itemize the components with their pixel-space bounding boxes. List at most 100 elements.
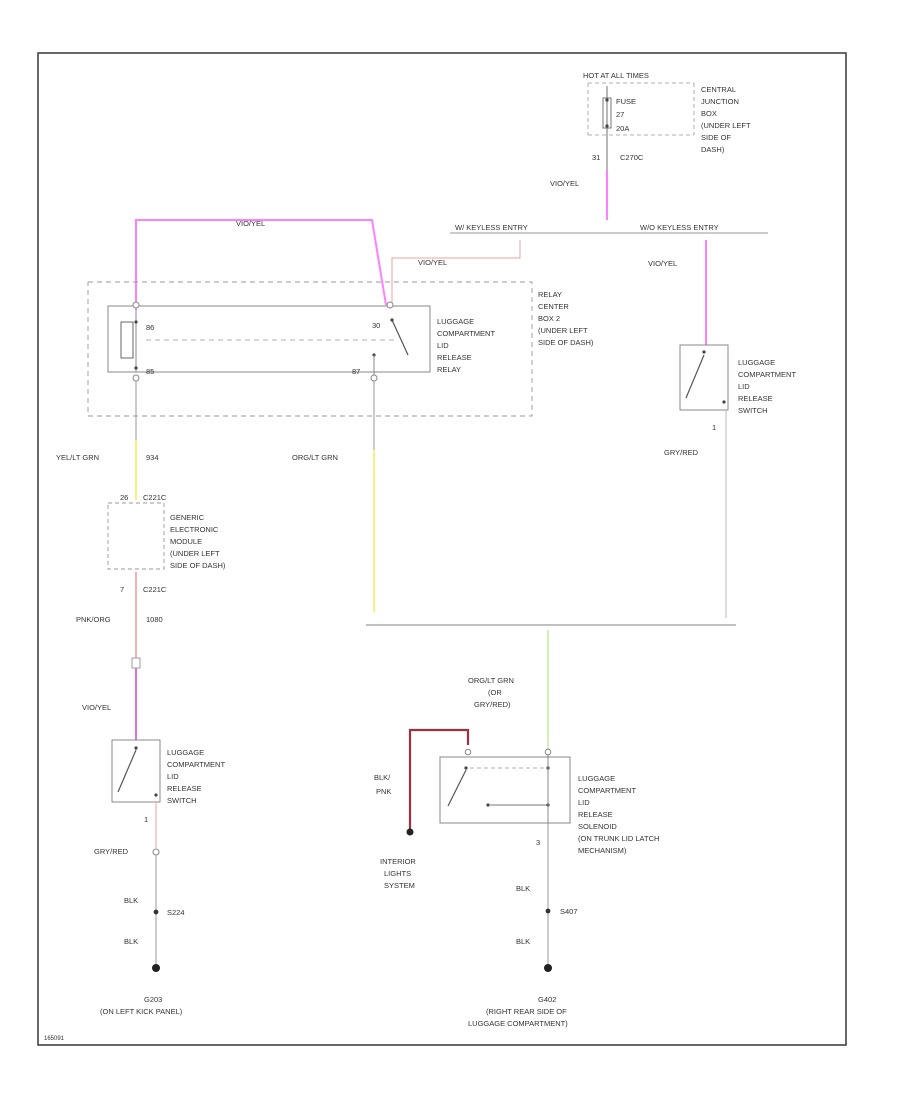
vio-yel-top-label: VIO/YEL xyxy=(550,179,579,188)
svg-text:LUGGAGE: LUGGAGE xyxy=(578,774,615,783)
relay-pin-30: 30 xyxy=(372,321,380,330)
svg-text:LUGGAGE: LUGGAGE xyxy=(167,748,204,757)
relay-pin-86-node xyxy=(134,320,138,324)
pnk-org-label: PNK/ORG xyxy=(76,615,111,624)
fuse-node-top xyxy=(605,98,609,102)
svg-text:JUNCTION: JUNCTION xyxy=(701,97,739,106)
w-keyless-entry-label: W/ KEYLESS ENTRY xyxy=(455,223,528,232)
svg-text:LID: LID xyxy=(578,798,590,807)
relay-pin-85-node xyxy=(134,366,138,370)
svg-text:BLK/: BLK/ xyxy=(374,773,391,782)
solenoid-switch-arm xyxy=(447,769,467,807)
svg-text:SIDE OF DASH): SIDE OF DASH) xyxy=(170,561,226,570)
vio-yel-relay-label: VIO/YEL xyxy=(418,258,447,267)
right-switch-top-node xyxy=(702,350,706,354)
right-switch-box xyxy=(679,344,729,411)
gem-pin-bottom: 7 xyxy=(120,585,124,594)
svg-text:SYSTEM: SYSTEM xyxy=(384,881,415,890)
vio-yel-right-label: VIO/YEL xyxy=(648,259,677,268)
svg-text:(OR: (OR xyxy=(488,688,502,697)
gem-pin: 26 xyxy=(120,493,128,502)
relay-coil xyxy=(120,321,134,359)
svg-text:MECHANISM): MECHANISM) xyxy=(578,846,627,855)
svg-text:COMPARTMENT: COMPARTMENT xyxy=(578,786,636,795)
blk-right-1-label: BLK xyxy=(516,884,530,893)
svg-text:G203: G203 xyxy=(144,995,162,1004)
svg-text:RELEASE: RELEASE xyxy=(167,784,202,793)
relay-conn-30 xyxy=(386,301,394,309)
svg-text:(UNDER LEFT: (UNDER LEFT xyxy=(538,326,588,335)
svg-text:(ON TRUNK LID LATCH: (ON TRUNK LID LATCH xyxy=(578,834,659,843)
svg-text:SIDE OF DASH): SIDE OF DASH) xyxy=(538,338,594,347)
wire-blk-pnk xyxy=(408,728,470,830)
solenoid-top-right-connector xyxy=(544,748,552,756)
left-switch-label: LUGGAGE COMPARTMENT LID RELEASE SWITCH xyxy=(167,748,225,805)
left-switch-arm xyxy=(117,749,137,793)
yel-lt-grn-number: 934 xyxy=(146,453,159,462)
left-switch-top-node xyxy=(134,746,138,750)
gry-red-right-label: GRY/RED xyxy=(664,448,699,457)
relay-switch-arm xyxy=(391,319,409,356)
svg-text:DASH): DASH) xyxy=(701,145,725,154)
relay-switch-pivot xyxy=(390,318,394,322)
fuse-symbol xyxy=(602,97,612,129)
svg-text:LIGHTS: LIGHTS xyxy=(384,869,411,878)
blk-left-1-label: BLK xyxy=(124,896,138,905)
svg-text:ORG/LT GRN: ORG/LT GRN xyxy=(468,676,514,685)
blk-right-2-label: BLK xyxy=(516,937,530,946)
svg-text:G402: G402 xyxy=(538,995,556,1004)
wire-top-left-label: VIO/YEL xyxy=(236,219,265,228)
svg-text:LID: LID xyxy=(738,382,750,391)
solenoid-top-left-connector xyxy=(464,748,472,756)
svg-text:PNK: PNK xyxy=(376,787,391,796)
svg-text:LID: LID xyxy=(437,341,449,350)
fuse-node-bottom xyxy=(605,124,609,128)
svg-text:(UNDER LEFT: (UNDER LEFT xyxy=(170,549,220,558)
right-switch-label: LUGGAGE COMPARTMENT LID RELEASE SWITCH xyxy=(738,358,796,415)
svg-text:LID: LID xyxy=(167,772,179,781)
relay-pin-87: 87 xyxy=(352,367,360,376)
svg-text:RELAY: RELAY xyxy=(538,290,562,299)
right-switch-pin: 1 xyxy=(712,423,716,432)
left-switch-box xyxy=(111,739,161,803)
solenoid-inner-node xyxy=(486,803,490,807)
svg-text:GRY/RED): GRY/RED) xyxy=(474,700,511,709)
svg-text:CENTRAL: CENTRAL xyxy=(701,85,736,94)
org-lt-grn-label: ORG/LT GRN xyxy=(292,453,338,462)
left-switch-contact xyxy=(154,793,158,797)
fuse-amps: 20A xyxy=(616,124,629,133)
splice-left-node xyxy=(153,909,159,915)
svg-text:MODULE: MODULE xyxy=(170,537,202,546)
gem-box xyxy=(107,502,165,570)
svg-text:BOX: BOX xyxy=(701,109,717,118)
left-switch-out-connector xyxy=(152,848,160,856)
splice-left-label: S224 xyxy=(167,908,185,917)
blk-pnk-label: BLK/ PNK xyxy=(374,773,391,796)
gem-label: GENERIC ELECTRONIC MODULE (UNDER LEFT SI… xyxy=(170,513,226,570)
svg-text:RELEASE: RELEASE xyxy=(437,353,472,362)
ground-left-label: G203 (ON LEFT KICK PANEL) xyxy=(100,995,183,1016)
solenoid-box xyxy=(439,756,571,824)
hot-at-all-times-label: HOT AT ALL TIMES xyxy=(583,71,649,80)
fuse-label: FUSE xyxy=(616,97,636,106)
right-switch-contact xyxy=(722,400,726,404)
svg-text:RELEASE: RELEASE xyxy=(738,394,773,403)
yel-lt-grn-label: YEL/LT GRN xyxy=(56,453,99,462)
solenoid-pin: 3 xyxy=(536,838,540,847)
solenoid-switch-pivot xyxy=(464,766,468,770)
svg-text:(RIGHT REAR SIDE OF: (RIGHT REAR SIDE OF xyxy=(486,1007,567,1016)
cjb-pin: 31 xyxy=(592,153,600,162)
svg-text:SWITCH: SWITCH xyxy=(167,796,197,805)
svg-text:SWITCH: SWITCH xyxy=(738,406,768,415)
relay-center-label: RELAY CENTER BOX 2 (UNDER LEFT SIDE OF D… xyxy=(538,290,594,347)
svg-text:LUGGAGE COMPARTMENT): LUGGAGE COMPARTMENT) xyxy=(468,1019,568,1028)
luggage-relay-label: LUGGAGE COMPARTMENT LID RELEASE RELAY xyxy=(437,317,495,374)
diagram-frame xyxy=(37,52,847,1046)
svg-text:(UNDER LEFT: (UNDER LEFT xyxy=(701,121,751,130)
relay-center-box xyxy=(87,281,533,417)
wire-relay-feed xyxy=(391,240,521,305)
interior-lights-label: INTERIOR LIGHTS SYSTEM xyxy=(380,857,416,890)
svg-text:LUGGAGE: LUGGAGE xyxy=(437,317,474,326)
svg-text:COMPARTMENT: COMPARTMENT xyxy=(437,329,495,338)
blk-left-2-label: BLK xyxy=(124,937,138,946)
